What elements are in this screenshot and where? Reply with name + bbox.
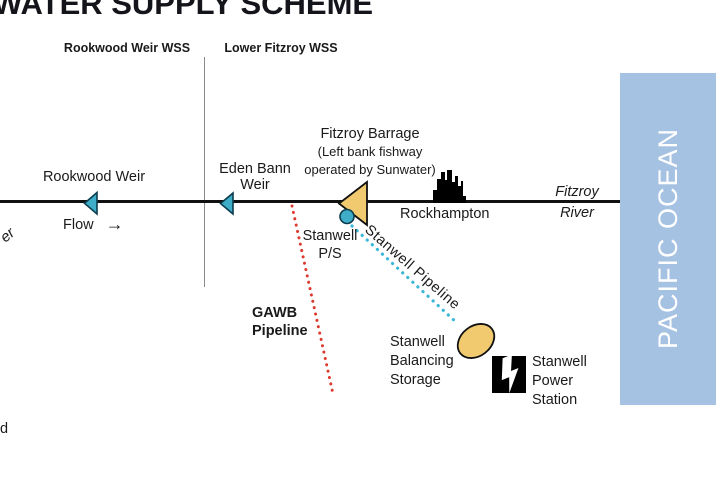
stanwell-ps-circle-icon (339, 208, 355, 225)
gawb-pipeline-line (290, 204, 335, 396)
flow-arrow-icon: → (105, 214, 124, 234)
rookwood-weir-label: Rookwood Weir (42, 169, 146, 185)
pacific-ocean-box: PACIFIC OCEAN (620, 73, 716, 405)
gawb-pipeline-label: GAWB Pipeline (252, 305, 308, 339)
region-divider-line (204, 57, 205, 287)
rockhampton-city-icon (433, 170, 466, 203)
flow-label: Flow → (63, 214, 124, 235)
eden-bann-weir-label: Eden Bann Weir (219, 161, 291, 193)
page-title: WATER SUPPLY SCHEME (0, 0, 374, 21)
fitzroy-river-label-bottom: River (560, 205, 594, 221)
fitzroy-river-line (0, 200, 622, 203)
stanwell-balancing-storage-icon (456, 323, 496, 359)
eden-bann-weir-triangle-icon (219, 191, 234, 216)
region-label-lower-fitzroy-wss: Lower Fitzroy WSS (224, 41, 338, 55)
stanwell-pipeline-line (350, 224, 459, 325)
stanwell-ps-label: Stanwell P/S (302, 228, 358, 262)
stanwell-power-station-label: Stanwell Power Station (532, 354, 587, 408)
fitzroy-river-label-top: Fitzroy (555, 184, 599, 200)
region-label-rookwood-weir-wss: Rookwood Weir WSS (63, 41, 191, 55)
rookwood-weir-triangle-icon (83, 190, 98, 216)
lightning-bolt-icon (501, 354, 519, 394)
stanwell-balancing-storage-label: Stanwell Balancing Storage (390, 334, 454, 388)
flow-text: Flow (63, 217, 94, 233)
fitzroy-barrage-label: Fitzroy Barrage (Left bank fishway opera… (304, 126, 436, 177)
clipped-bottom-left-fragment: d (0, 421, 9, 437)
rockhampton-label: Rockhampton (400, 206, 490, 222)
